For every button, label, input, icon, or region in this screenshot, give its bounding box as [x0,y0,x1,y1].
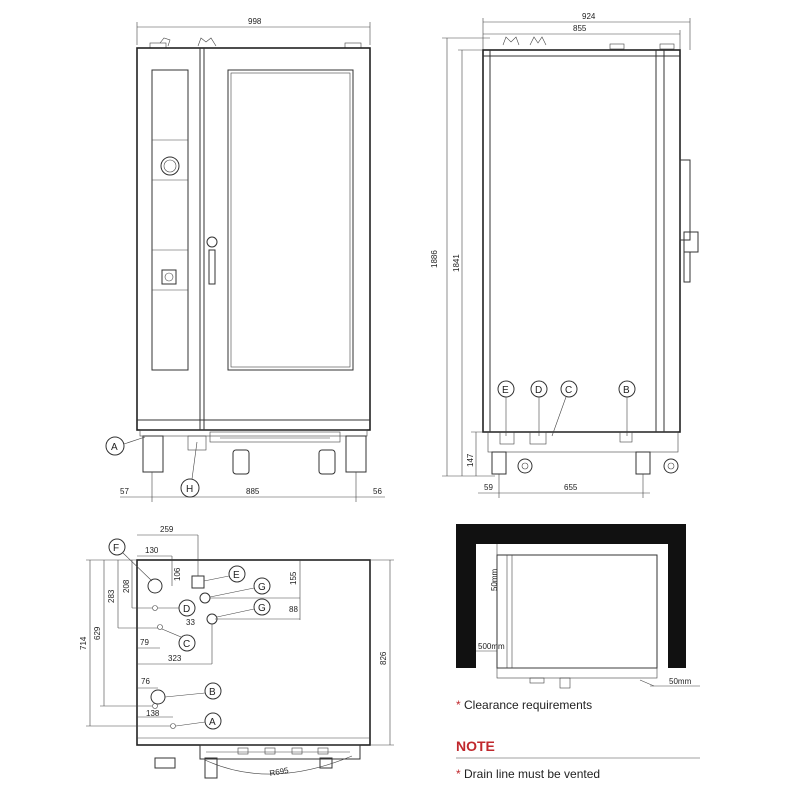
callout-f-plan: F [113,543,119,554]
drain-star: * [456,767,461,781]
plan-dim-130: 130 [145,546,159,555]
trolley-wheel-icon [232,449,250,475]
side-foot-offset-dim: 59 [484,483,493,492]
callout-a-front: A [111,442,118,453]
plan-dim-79: 79 [140,638,149,647]
side-height-dim: 1886 [430,250,439,268]
callout-d-side: D [535,385,542,396]
side-inner-height-dim: 1841 [452,254,461,272]
callout-e-plan: E [233,570,240,581]
connection-g1-icon [199,592,211,604]
top-clearance-dim: 50mm [490,568,499,591]
front-left-foot-dim: 57 [120,487,129,496]
callout-b-plan: B [209,687,216,698]
callout-c-plan: C [183,639,190,650]
plan-dim-76: 76 [141,677,150,686]
door-swing-radius-dim: R695 [269,766,290,778]
plan-view: R695 259 130 106 283 208 714 629 [79,525,394,779]
side-width-dim: 924 [582,12,596,21]
callout-e-side: E [502,385,509,396]
door-handle-icon [206,236,218,248]
side-wheel-icon [663,458,679,474]
plan-dim-106: 106 [173,567,182,581]
clearance-view: 50mm 500mm 50mm [456,524,700,759]
front-right-foot-dim: 56 [373,487,382,496]
plan-dim-208: 208 [122,579,131,593]
side-wheel-icon [517,458,533,474]
connection-f-icon [147,578,163,594]
drain-text: Drain line must be vented [464,767,601,781]
side-clearance-dim: 500mm [478,642,505,651]
connection-e-icon [191,575,205,589]
side-foot-span-dim: 655 [564,483,578,492]
callout-g1-plan: G [258,582,266,593]
clearance-star: * [456,698,461,712]
clearance-text: Clearance requirements [464,698,593,712]
plan-dim-826: 826 [379,651,388,665]
front-leg-span-dim: 885 [246,487,260,496]
connection-c-icon [157,624,163,630]
side-inner-width-dim: 855 [573,24,587,33]
front-view: 998 [105,17,385,502]
callout-c-side: C [565,385,572,396]
callout-d-plan: D [183,604,190,615]
note-title: NOTE [456,738,495,754]
side-base-height-dim: 147 [466,453,475,467]
side-view: 924 855 1886 [430,12,699,498]
right-clearance-dim: 50mm [669,677,692,686]
plan-dim-155: 155 [289,571,298,585]
plan-dim-33: 33 [186,618,195,627]
control-knob-icon [160,156,180,176]
callout-b-side: B [623,385,630,396]
clearance-note: * Clearance requirements [456,698,592,712]
plan-dim-138: 138 [146,709,160,718]
plan-dim-323: 323 [168,654,182,663]
drain-note: * Drain line must be vented [456,767,600,781]
callout-a-plan: A [209,717,216,728]
power-switch-icon [161,269,177,285]
trolley-wheel-icon [318,449,336,475]
connection-a-icon [170,723,176,729]
callout-g2-plan: G [258,603,266,614]
plan-dim-629: 629 [93,626,102,640]
plan-dim-88: 88 [289,605,298,614]
plan-dim-283: 283 [107,589,116,603]
connection-d-icon [152,605,158,611]
plan-dim-259: 259 [160,525,174,534]
connection-b-icon [150,689,166,705]
front-width-dim: 998 [248,17,262,26]
callout-h-front: H [186,484,193,495]
plan-dim-714: 714 [79,636,88,650]
